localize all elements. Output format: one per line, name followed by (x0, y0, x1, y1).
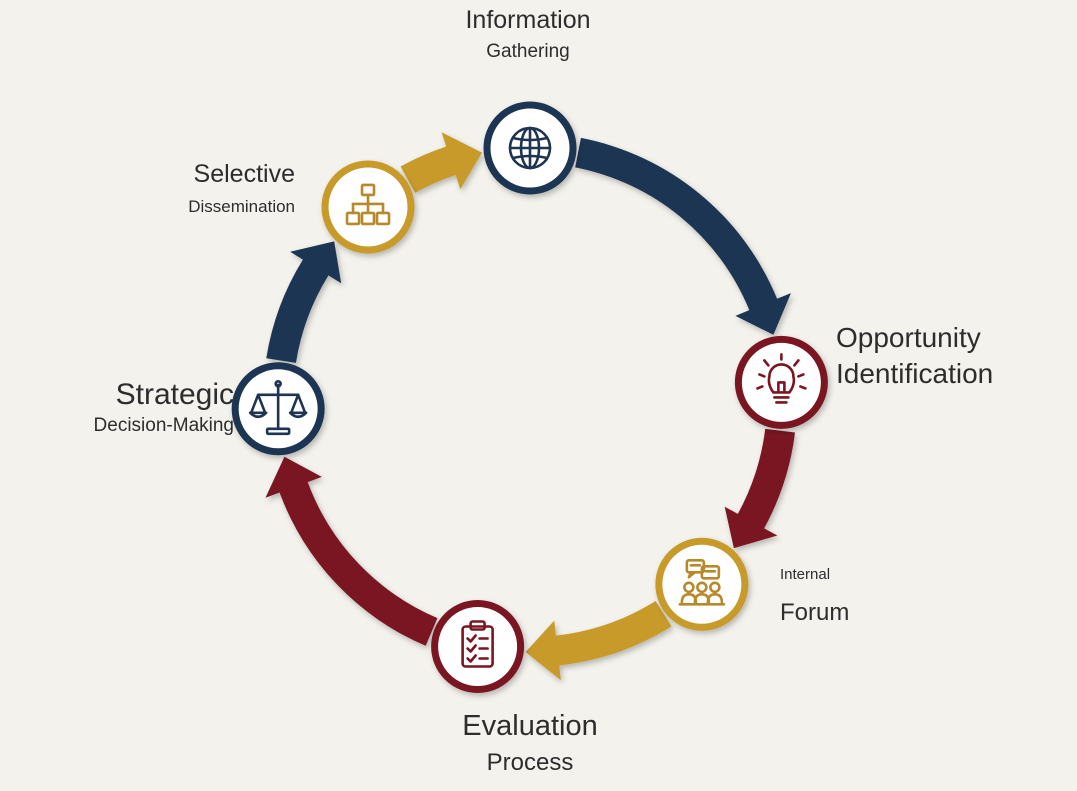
hierarchy-chart-icon (345, 183, 391, 226)
label-information-gathering: Information Gathering (465, 6, 590, 63)
arrow-information-to-opportunity (575, 137, 791, 335)
label-line2: Dissemination (188, 196, 295, 216)
node-evaluation-process (431, 599, 525, 693)
discussion-group-icon (678, 559, 726, 606)
node-information-gathering (483, 101, 577, 195)
label-line1: Internal (780, 566, 831, 583)
label-line2: Gathering (486, 40, 570, 62)
arrow-dissemination-to-information (400, 132, 482, 193)
arrow-opportunity-to-forum (724, 428, 796, 549)
label-line1: Evaluation (462, 710, 598, 742)
label-internal-forum: Internal Forum (780, 566, 849, 627)
label-opportunity-identification: Opportunity Identification (836, 322, 993, 390)
checklist-clipboard-icon (461, 620, 494, 668)
globe-icon (508, 126, 552, 170)
label-line1: Opportunity (836, 322, 981, 353)
node-selective-dissemination (321, 160, 415, 254)
arrow-evaluation-to-strategic (265, 456, 438, 646)
cycle-arrows (265, 132, 796, 681)
scales-icon (248, 379, 308, 436)
node-internal-forum (655, 537, 749, 631)
label-line1: Strategic (115, 378, 234, 411)
lightbulb-icon (756, 353, 807, 404)
cycle-nodes (231, 101, 828, 693)
label-line2: Identification (836, 358, 994, 390)
label-line1: Selective (193, 160, 295, 188)
label-line2: Decision-Making (93, 414, 234, 436)
label-evaluation-process: Evaluation Process (462, 710, 597, 777)
node-opportunity-identification (734, 335, 828, 429)
node-strategic-decision-making (231, 362, 325, 456)
label-line1: Information (465, 6, 591, 34)
label-line2: Process (486, 749, 574, 777)
label-selective-dissemination: Selective Dissemination (188, 160, 295, 216)
arrow-strategic-to-dissemination (266, 241, 342, 363)
arrow-forum-to-evaluation (525, 600, 672, 681)
label-line2: Forum (780, 599, 850, 627)
label-strategic-decision-making: Strategic Decision-Making (94, 378, 234, 436)
